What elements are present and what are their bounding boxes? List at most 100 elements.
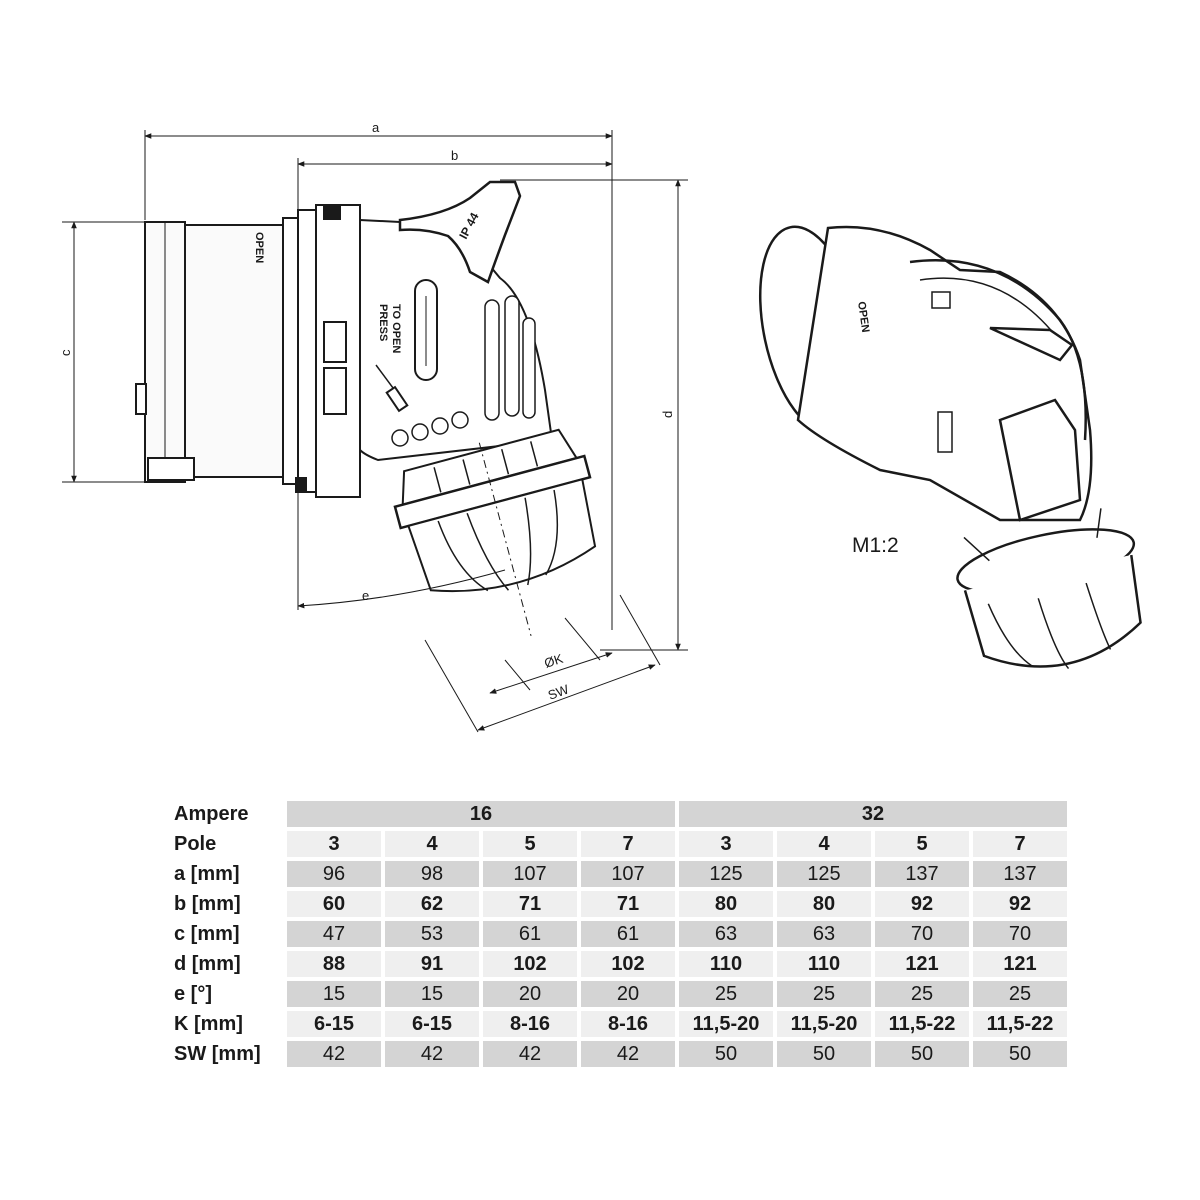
row-label: Pole — [174, 833, 217, 855]
perspective-view — [758, 225, 1142, 670]
row-label: c [mm] — [174, 923, 240, 945]
table-cell: 121 — [875, 951, 969, 977]
row-label: K [mm] — [174, 1013, 243, 1035]
table-cell: 88 — [287, 951, 381, 977]
table-cell: 7 — [973, 831, 1067, 857]
table-cell: 42 — [581, 1041, 675, 1067]
table-cell: 98 — [385, 861, 479, 887]
table-cell: 25 — [875, 981, 969, 1007]
table-cell: 71 — [581, 891, 675, 917]
table-cell: 107 — [483, 861, 577, 887]
table-cell: 61 — [581, 921, 675, 947]
dim-k-label: ØK — [542, 651, 565, 671]
row-label: b [mm] — [174, 893, 241, 915]
table-cell: 121 — [973, 951, 1067, 977]
technical-drawing: a b c d e ØK SW OPEN IP 44 PRESS TO OPEN… — [58, 120, 1142, 733]
table-cell: 8-16 — [483, 1011, 577, 1037]
table-cell: 5 — [483, 831, 577, 857]
table-cell: 5 — [875, 831, 969, 857]
table-cell: 50 — [973, 1041, 1067, 1067]
table-cell: 4 — [777, 831, 871, 857]
table-cell: 20 — [483, 981, 577, 1007]
table-cell: 137 — [973, 861, 1067, 887]
table-cell: 25 — [777, 981, 871, 1007]
table-cell: 80 — [777, 891, 871, 917]
table-cell: 61 — [483, 921, 577, 947]
table-cell: 50 — [679, 1041, 773, 1067]
table-cell: 42 — [385, 1041, 479, 1067]
ampere-group-16: 16 — [287, 801, 675, 827]
table-cell: 63 — [777, 921, 871, 947]
table-cell: 107 — [581, 861, 675, 887]
table-cell: 80 — [679, 891, 773, 917]
table-cell: 20 — [581, 981, 675, 1007]
dim-sw-label: SW — [546, 681, 571, 703]
row-label: d [mm] — [174, 953, 241, 975]
open-text-perspective: OPEN — [855, 301, 871, 334]
table-cell: 102 — [483, 951, 577, 977]
table-cell: 47 — [287, 921, 381, 947]
press-text-line1: PRESS — [377, 304, 389, 341]
table-cell: 60 — [287, 891, 381, 917]
table-cell: 8-16 — [581, 1011, 675, 1037]
table-cell: 11,5-20 — [679, 1011, 773, 1037]
table-cell: 62 — [385, 891, 479, 917]
table-cell: 6-15 — [287, 1011, 381, 1037]
dim-d-label: d — [660, 411, 675, 418]
table-cell: 71 — [483, 891, 577, 917]
table-cell: 63 — [679, 921, 773, 947]
table-cell: 42 — [483, 1041, 577, 1067]
table-cell: 92 — [973, 891, 1067, 917]
table-cell: 137 — [875, 861, 969, 887]
table-header-row: Ampere 16 32 — [170, 801, 1067, 827]
row-label: a [mm] — [174, 863, 240, 885]
table-cell: 92 — [875, 891, 969, 917]
scale-label: M1:2 — [852, 534, 899, 557]
row-label: e [°] — [174, 983, 212, 1005]
side-view — [62, 130, 688, 733]
table-cell: 70 — [973, 921, 1067, 947]
drawing-canvas: a b c d e ØK SW OPEN IP 44 PRESS TO OPEN… — [58, 120, 1142, 733]
table-cell: 25 — [679, 981, 773, 1007]
table-cell: 3 — [287, 831, 381, 857]
table-cell: 53 — [385, 921, 479, 947]
table-cell: 15 — [385, 981, 479, 1007]
open-text-side: OPEN — [253, 232, 265, 263]
dim-c-label: c — [58, 349, 73, 356]
table-cell: 25 — [973, 981, 1067, 1007]
table-cell: 11,5-22 — [875, 1011, 969, 1037]
table-cell: 110 — [679, 951, 773, 977]
table-cell: 102 — [581, 951, 675, 977]
press-text-line2: TO OPEN — [390, 304, 402, 353]
table-cell: 125 — [777, 861, 871, 887]
table-cell: 50 — [777, 1041, 871, 1067]
table-cell: 91 — [385, 951, 479, 977]
table-cell: 7 — [581, 831, 675, 857]
dim-e-label: e — [362, 588, 369, 603]
table-cell: 110 — [777, 951, 871, 977]
table-cell: 11,5-20 — [777, 1011, 871, 1037]
table-cell: 6-15 — [385, 1011, 479, 1037]
table-cell: 96 — [287, 861, 381, 887]
dim-a-label: a — [372, 120, 380, 135]
table-cell: 3 — [679, 831, 773, 857]
table-cell: 125 — [679, 861, 773, 887]
table-cell: 50 — [875, 1041, 969, 1067]
ampere-header: Ampere — [174, 803, 249, 825]
table-cell: 11,5-22 — [973, 1011, 1067, 1037]
table-cell: 4 — [385, 831, 479, 857]
table-cell: 42 — [287, 1041, 381, 1067]
ampere-group-32: 32 — [679, 801, 1067, 827]
table-cell: 70 — [875, 921, 969, 947]
dim-b-label: b — [451, 148, 458, 163]
row-label: SW [mm] — [174, 1043, 261, 1065]
